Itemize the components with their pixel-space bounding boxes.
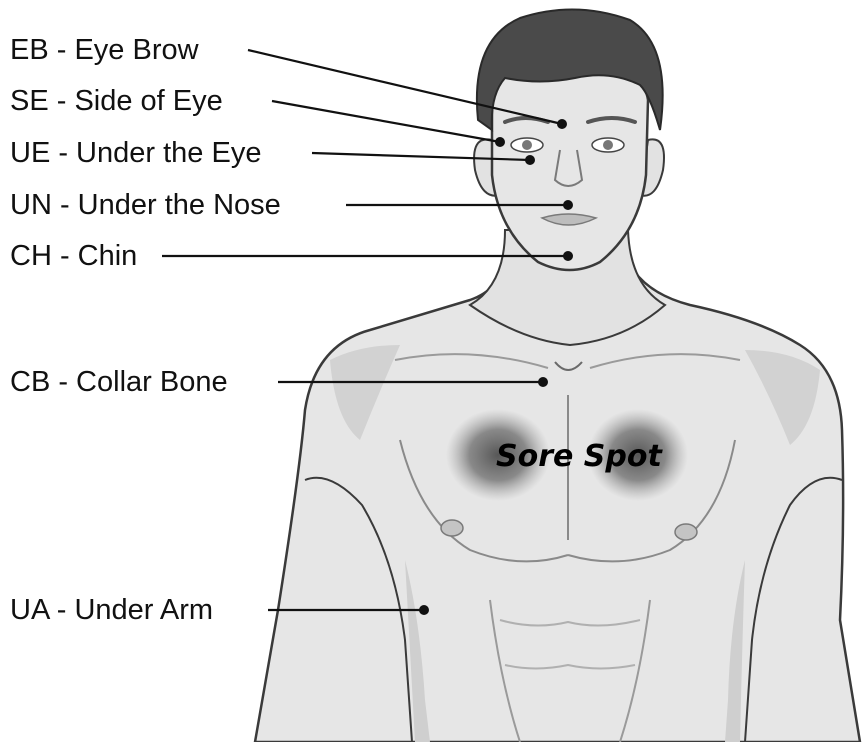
label-under-arm: UA - Under Arm	[10, 596, 213, 625]
label-under-the-eye: UE - Under the Eye	[10, 139, 261, 168]
label-side-of-eye: SE - Side of Eye	[10, 87, 223, 116]
right-iris	[603, 140, 613, 150]
label-under-the-nose: UN - Under the Nose	[10, 191, 281, 220]
leader-line-se	[272, 101, 500, 142]
label-chin: CH - Chin	[10, 242, 137, 271]
sore-spot-label: Sore Spot	[496, 442, 662, 472]
point-marker-cb	[538, 377, 548, 387]
right-nipple	[675, 524, 697, 540]
label-eye-brow: EB - Eye Brow	[10, 36, 199, 65]
point-marker-un	[563, 200, 573, 210]
point-marker-eb	[557, 119, 567, 129]
point-marker-se	[495, 137, 505, 147]
label-collar-bone: CB - Collar Bone	[10, 368, 228, 397]
left-iris	[522, 140, 532, 150]
point-marker-ue	[525, 155, 535, 165]
left-nipple	[441, 520, 463, 536]
point-marker-ua	[419, 605, 429, 615]
point-marker-ch	[563, 251, 573, 261]
